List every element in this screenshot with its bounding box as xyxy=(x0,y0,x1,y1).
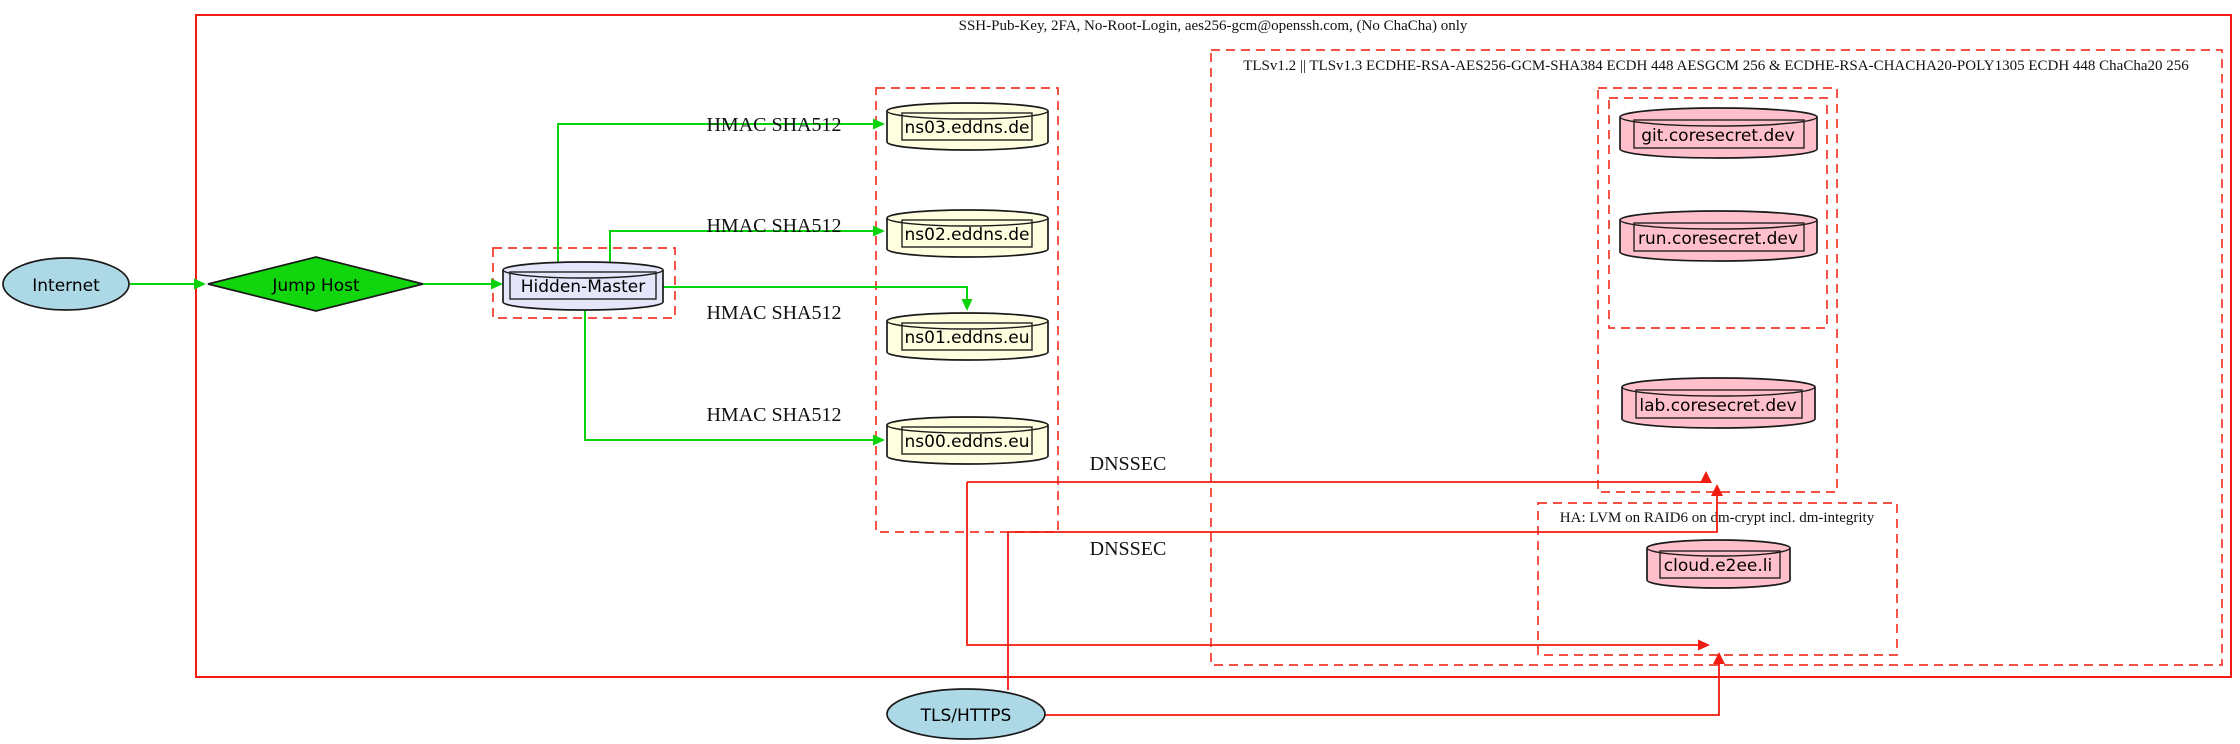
edge-hiddenmaster-to-ns03 xyxy=(557,118,885,262)
node-ns02-label-box xyxy=(901,219,1033,248)
node-ns01-label-box xyxy=(901,322,1033,351)
node-cloud-label-box xyxy=(1659,550,1781,579)
edge-label-hmac-ns01: HMAC SHA512 xyxy=(706,302,841,324)
node-ns03: ns03.eddns.de xyxy=(886,102,1049,151)
node-hidden-master-label: Hidden-Master xyxy=(521,277,646,297)
node-tls-https: TLS/HTTPS xyxy=(886,688,1046,740)
tls-cluster-box xyxy=(1210,49,2223,666)
node-ns03-label-box xyxy=(901,112,1033,141)
edge-jumphost-to-hiddenmaster xyxy=(423,278,503,290)
edge-label-dnssec-upper: DNSSEC xyxy=(1090,453,1167,475)
coresecret-outer-cluster-box xyxy=(1597,87,1838,493)
node-run: run.coresecret.dev xyxy=(1619,210,1818,262)
node-hidden-master-label-box xyxy=(509,271,657,300)
node-cloud-label: cloud.e2ee.li xyxy=(1664,556,1772,576)
edge-label-hmac-ns02: HMAC SHA512 xyxy=(706,215,841,237)
edge-hiddenmaster-to-ns01 xyxy=(663,286,973,311)
node-ns02: ns02.eddns.de xyxy=(886,209,1049,258)
node-jump-host-label: Jump Host xyxy=(271,276,360,296)
node-ns00: ns00.eddns.eu xyxy=(886,416,1049,465)
node-git-label-box xyxy=(1633,119,1805,149)
node-git: git.coresecret.dev xyxy=(1619,107,1818,159)
edge-hiddenmaster-to-ns02 xyxy=(609,225,885,262)
node-ns01: ns01.eddns.eu xyxy=(886,312,1049,361)
node-run-label-box xyxy=(1633,222,1805,252)
edge-label-dnssec-lower: DNSSEC xyxy=(1090,538,1167,560)
edge-label-hmac-ns03: HMAC SHA512 xyxy=(706,114,841,136)
tls-cluster-label: TLSv1.2 || TLSv1.3 ECDHE-RSA-AES256-GCM-… xyxy=(1243,58,2189,74)
node-tls-https-label: TLS/HTTPS xyxy=(920,706,1012,726)
node-ns00-label: ns00.eddns.eu xyxy=(905,432,1030,452)
node-internet-label: Internet xyxy=(32,276,100,296)
dns-servers-cluster-box xyxy=(875,87,1059,533)
edge-dnssec-lower xyxy=(966,482,1710,651)
edge-hiddenmaster-to-ns00 xyxy=(584,310,885,446)
node-ns01-label: ns01.eddns.eu xyxy=(905,328,1030,348)
node-jump-host: Jump Host xyxy=(207,256,424,312)
node-lab-label-box xyxy=(1635,389,1803,419)
edge-dnssec-upper xyxy=(967,471,1712,483)
node-hidden-master: Hidden-Master xyxy=(502,261,664,311)
node-internet: Internet xyxy=(2,257,130,311)
ssh-cluster-box xyxy=(195,14,2232,678)
edge-tlshttps-to-coresecret xyxy=(1007,484,1723,690)
node-cloud: cloud.e2ee.li xyxy=(1646,539,1791,589)
node-ns03-label: ns03.eddns.de xyxy=(905,118,1030,138)
edge-tlshttps-to-ha xyxy=(1045,652,1725,716)
edge-internet-to-jumphost xyxy=(130,278,206,290)
edge-label-hmac-ns00: HMAC SHA512 xyxy=(706,404,841,426)
node-git-label: git.coresecret.dev xyxy=(1641,126,1795,146)
node-lab-label: lab.coresecret.dev xyxy=(1639,396,1796,416)
node-ns02-label: ns02.eddns.de xyxy=(905,225,1030,245)
ssh-cluster-label: SSH-Pub-Key, 2FA, No-Root-Login, aes256-… xyxy=(959,18,1468,34)
node-ns00-label-box xyxy=(901,426,1033,455)
node-lab: lab.coresecret.dev xyxy=(1621,377,1816,429)
coresecret-inner-cluster-box xyxy=(1608,97,1828,329)
node-run-label: run.coresecret.dev xyxy=(1638,229,1798,249)
